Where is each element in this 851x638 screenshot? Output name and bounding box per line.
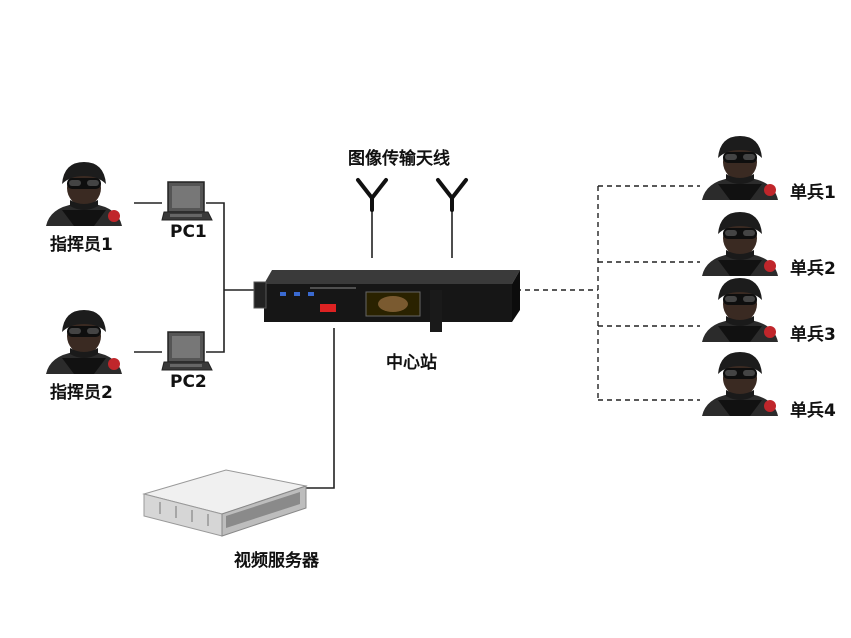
link-pc-bus [206, 202, 225, 353]
laptop-icon [161, 331, 213, 371]
center-station-label: 中心站 [386, 353, 437, 373]
soldier-4-label: 单兵4 [790, 401, 836, 421]
soldier-icon [702, 278, 778, 342]
pc-2-label: PC2 [170, 372, 207, 392]
video-server-label: 视频服务器 [234, 551, 319, 571]
commander-1-label: 指挥员1 [50, 235, 113, 255]
antenna-icon [436, 178, 468, 212]
antenna-icon [356, 178, 388, 212]
soldier-icon [46, 310, 122, 374]
soldier-3-label: 单兵3 [790, 325, 836, 345]
soldier-icon [702, 212, 778, 276]
link-center-server [306, 328, 335, 489]
soldier-1-label: 单兵1 [790, 183, 836, 203]
solid-links [134, 202, 453, 489]
wireless-links [516, 185, 700, 401]
soldier-icon [46, 162, 122, 226]
soldier-icon [702, 136, 778, 200]
soldier-2-label: 单兵2 [790, 259, 836, 279]
rack-device-icon [253, 270, 520, 332]
antenna-label: 图像传输天线 [348, 149, 450, 169]
soldier-icon [702, 352, 778, 416]
laptop-icon [161, 181, 213, 221]
pc-1-label: PC1 [170, 222, 207, 242]
server-icon [142, 469, 308, 537]
commander-2-label: 指挥员2 [50, 383, 113, 403]
